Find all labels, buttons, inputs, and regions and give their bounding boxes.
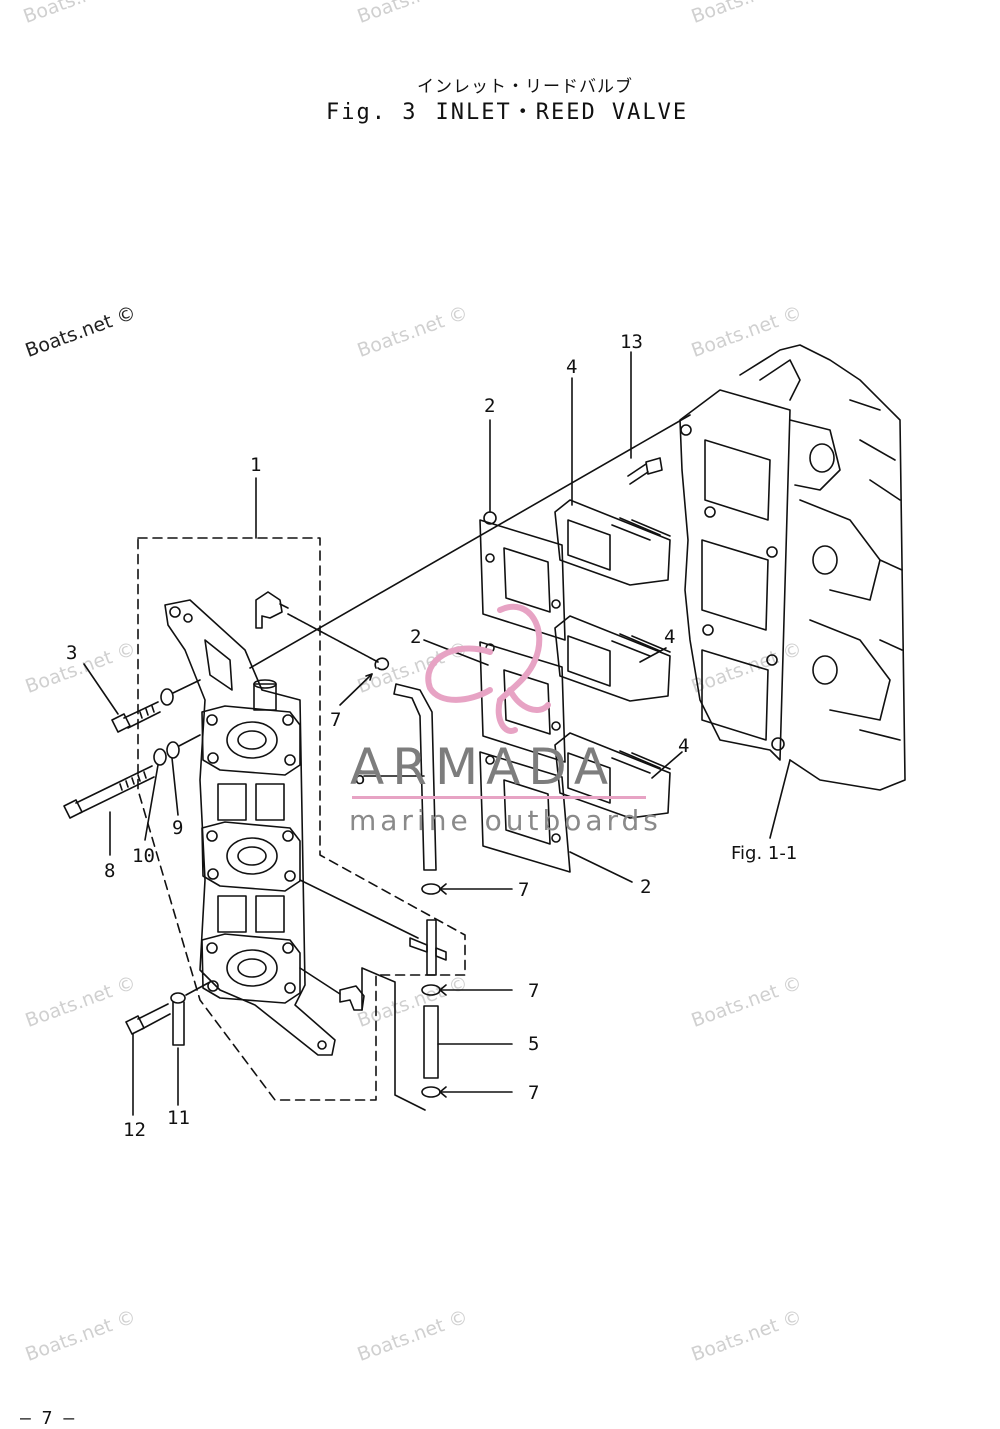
callout-2c: 2 bbox=[640, 876, 651, 898]
callout-7c: 7 bbox=[528, 980, 539, 1002]
callout-4c-leader bbox=[651, 751, 683, 779]
elbow-fitting-top bbox=[255, 591, 289, 629]
figure-title: Fig. 3 INLET・REED VALVE bbox=[326, 94, 706, 126]
washer-9 bbox=[166, 741, 180, 759]
hose-5 bbox=[423, 1005, 439, 1079]
callout-5: 5 bbox=[528, 1033, 539, 1055]
callout-4c: 4 bbox=[678, 735, 689, 757]
brand-tagline: marine outboards bbox=[349, 804, 662, 837]
callout-1: 1 bbox=[250, 454, 261, 476]
callout-10: 10 bbox=[132, 845, 155, 867]
bolt-8 bbox=[63, 765, 155, 819]
cross-reference-label: Fig. 1-1 bbox=[731, 843, 797, 864]
callout-7d: 7 bbox=[528, 1082, 539, 1104]
gasket-2-lower bbox=[479, 751, 571, 873]
reed-valve-lower bbox=[554, 732, 671, 819]
callout-13: 13 bbox=[620, 331, 643, 353]
brand-underline bbox=[352, 796, 646, 799]
hose-clip-mid-upper bbox=[421, 883, 441, 895]
group-bracket-1 bbox=[137, 537, 466, 1101]
callout-4b-leader bbox=[639, 647, 667, 663]
callout-2a: 2 bbox=[484, 395, 495, 417]
pipe-group-bracket bbox=[361, 967, 426, 1111]
hose-clip-lower bbox=[421, 1086, 441, 1098]
armada-logo-mark bbox=[425, 603, 551, 734]
intake-manifold bbox=[164, 599, 336, 1056]
callout-2b: 2 bbox=[410, 626, 421, 648]
sleeve-11 bbox=[170, 992, 186, 1046]
hose-6 bbox=[393, 683, 437, 871]
t-fitting bbox=[409, 919, 447, 976]
figure-number: Fig. 3 bbox=[326, 100, 418, 125]
callout-7a: 7 bbox=[330, 709, 341, 731]
washer-3 bbox=[160, 688, 174, 706]
cylinder-block bbox=[679, 344, 906, 791]
hose-clip-mid-lower bbox=[421, 984, 441, 996]
callout-11: 11 bbox=[167, 1107, 190, 1129]
callout-9: 9 bbox=[172, 817, 183, 839]
callout-7b: 7 bbox=[518, 879, 529, 901]
callout-6: 6 bbox=[354, 767, 365, 789]
washer-10 bbox=[153, 748, 167, 766]
callout-8: 8 bbox=[104, 860, 115, 882]
figure-title-japanese: インレット・リードバルブ bbox=[417, 77, 633, 97]
callout-2c-leader bbox=[569, 851, 633, 883]
callout-3: 3 bbox=[66, 642, 77, 664]
fig-ref-leader bbox=[769, 759, 791, 839]
reed-valve-middle bbox=[554, 615, 671, 702]
callout-9-leader bbox=[171, 757, 179, 816]
callout-7a-leader bbox=[339, 673, 373, 706]
bolt-3 bbox=[111, 701, 161, 733]
elbow-fitting-lower bbox=[339, 985, 365, 1011]
callout-4a: 4 bbox=[566, 356, 577, 378]
figure-title-english: INLET・REED VALVE bbox=[435, 100, 689, 125]
screw-13 bbox=[627, 457, 663, 485]
hose-clip-upper bbox=[374, 657, 390, 671]
callout-4b: 4 bbox=[664, 626, 675, 648]
alignment-line bbox=[249, 414, 691, 669]
bolt-12 bbox=[125, 1003, 171, 1035]
callout-3-leader bbox=[83, 663, 119, 715]
callout-10-leader bbox=[144, 764, 159, 841]
brand-name: ARMADA bbox=[350, 738, 617, 796]
gasket-2-upper bbox=[479, 511, 566, 641]
reed-valve-upper bbox=[554, 499, 671, 586]
callout-12: 12 bbox=[123, 1119, 146, 1141]
page-number: – 7 – bbox=[20, 1408, 75, 1429]
